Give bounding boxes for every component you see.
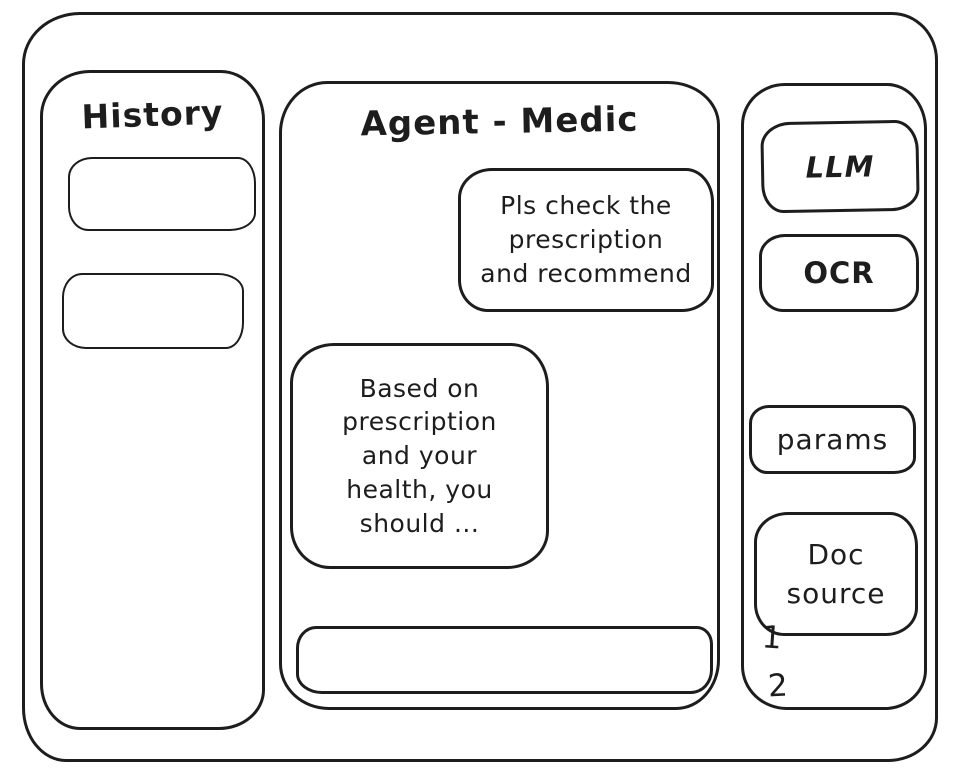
tools-sidebar: LLM OCR params Doc source 1 2 [741, 83, 927, 710]
chat-title: Agent - Medic [360, 99, 639, 145]
ocr-button[interactable]: OCR [759, 234, 919, 312]
assistant-message-bubble: Based on prescription and your health, y… [290, 343, 549, 569]
doc-source-button[interactable]: Doc source [754, 512, 918, 636]
app-frame: History Agent - Medic Pls check the pres… [22, 12, 938, 762]
user-message-text: Pls check the prescription and recommend [480, 191, 692, 288]
params-button[interactable]: params [749, 405, 916, 474]
message-input[interactable] [296, 626, 713, 694]
user-message-bubble: Pls check the prescription and recommend [458, 168, 714, 312]
chat-panel: Agent - Medic Pls check the prescription… [279, 81, 720, 710]
history-sidebar: History [40, 70, 265, 730]
history-item-1[interactable] [68, 157, 256, 231]
llm-button[interactable]: LLM [760, 119, 920, 214]
assistant-message-text: Based on prescription and your health, y… [342, 373, 497, 538]
doc-source-item-1[interactable]: 1 [760, 619, 783, 657]
history-title: History [80, 92, 225, 137]
doc-source-item-2[interactable]: 2 [767, 667, 789, 705]
history-item-2[interactable] [62, 273, 244, 349]
